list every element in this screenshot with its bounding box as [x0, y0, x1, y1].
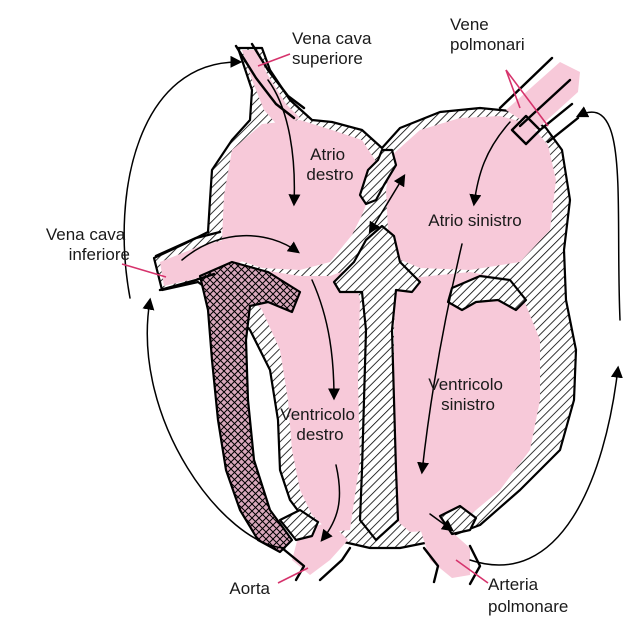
label-vene-polmonari: Vene polmonari	[450, 15, 525, 54]
label-atrio-sinistro: Atrio sinistro	[428, 211, 522, 230]
pulmonary-return-arrow	[578, 112, 620, 320]
label-arteria-polmonare: Arteria polmonare	[488, 575, 568, 616]
label-aorta: Aorta	[229, 579, 270, 598]
label-vena-cava-superiore: Vena cava superiore	[292, 29, 376, 68]
label-vena-cava-inferiore: Vena cava inferiore	[46, 225, 130, 264]
label-atrio-destro: Atrio destro	[306, 145, 353, 184]
